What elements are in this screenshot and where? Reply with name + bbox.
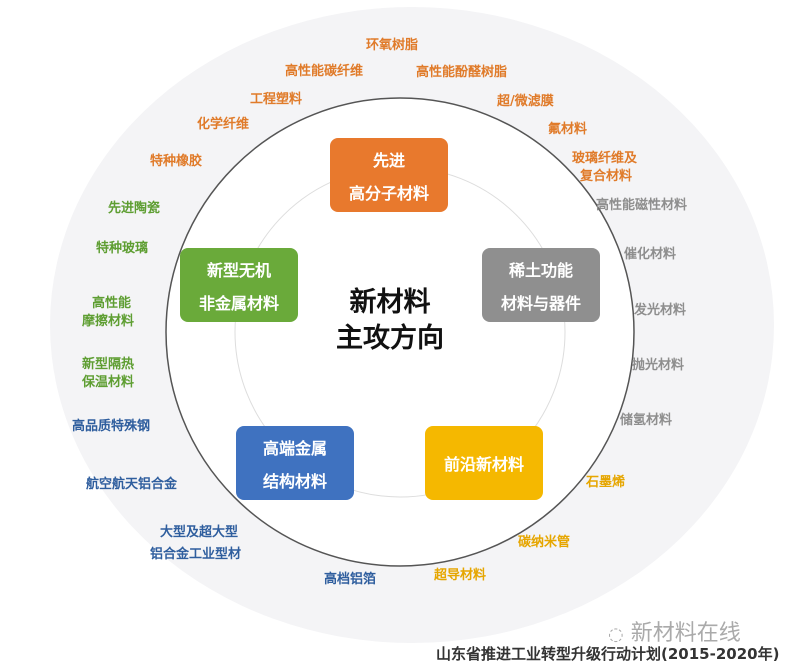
material-label: 碳纳米管 <box>518 535 571 550</box>
category-inorganic: 新型无机非金属材料 <box>180 248 298 322</box>
watermark-text: 新材料在线 <box>630 621 741 646</box>
material-label: 超导材料 <box>434 568 487 583</box>
material-label: 复合材料 <box>580 169 633 184</box>
material-label: 氟材料 <box>548 122 588 137</box>
watermark: ◌ 新材料在线 <box>608 615 741 647</box>
material-label: 石墨烯 <box>586 475 626 490</box>
material-label: 高性能 <box>92 296 132 311</box>
category-label: 高端金属 <box>262 438 327 458</box>
material-label: 特种玻璃 <box>96 241 149 256</box>
material-label: 玻璃纤维及 <box>572 151 638 166</box>
category-label: 新型无机 <box>206 260 271 280</box>
material-label: 高档铝箔 <box>324 572 377 587</box>
category-frontier: 前沿新材料 <box>425 426 543 500</box>
material-label: 环氧树脂 <box>366 38 419 53</box>
material-label: 特种橡胶 <box>150 154 203 169</box>
material-label: 工程塑料 <box>250 92 303 107</box>
category-label: 高分子材料 <box>348 183 429 203</box>
material-label: 保温材料 <box>82 375 135 390</box>
category-metal: 高端金属结构材料 <box>236 426 354 500</box>
category-label: 前沿新材料 <box>443 455 524 474</box>
material-label: 摩擦材料 <box>82 314 135 329</box>
material-label: 高性能酚醛树脂 <box>416 65 508 80</box>
material-label: 高性能碳纤维 <box>285 64 364 79</box>
material-label: 化学纤维 <box>197 117 250 132</box>
material-label: 铝合金工业型材 <box>150 547 242 562</box>
wechat-icon: ◌ <box>608 624 624 645</box>
category-label: 材料与器件 <box>500 293 581 313</box>
center-line1: 新材料 <box>349 287 431 318</box>
category-label: 稀土功能 <box>508 260 573 280</box>
category-polymer: 先进高分子材料 <box>330 138 448 212</box>
material-label: 催化材料 <box>624 247 677 262</box>
category-label: 先进 <box>372 150 405 170</box>
source-footer: 山东省推进工业转型升级行动计划(2015-2020年) <box>436 645 780 663</box>
material-label: 新型隔热 <box>82 357 135 372</box>
center-title: 新材料主攻方向 <box>320 285 460 357</box>
material-label: 大型及超大型 <box>160 525 239 540</box>
material-label: 抛光材料 <box>632 358 685 373</box>
material-label: 高性能磁性材料 <box>596 198 688 213</box>
category-rare-earth: 稀土功能材料与器件 <box>482 248 600 322</box>
center-line2: 主攻方向 <box>336 323 444 354</box>
material-label: 储氢材料 <box>620 413 673 428</box>
material-label: 高品质特殊钢 <box>72 419 151 434</box>
category-label: 非金属材料 <box>198 293 279 313</box>
material-label: 发光材料 <box>634 303 687 318</box>
material-label: 超/微滤膜 <box>497 94 554 109</box>
material-label: 航空航天铝合金 <box>86 477 178 492</box>
material-label: 先进陶瓷 <box>108 201 161 216</box>
category-label: 结构材料 <box>262 471 327 491</box>
